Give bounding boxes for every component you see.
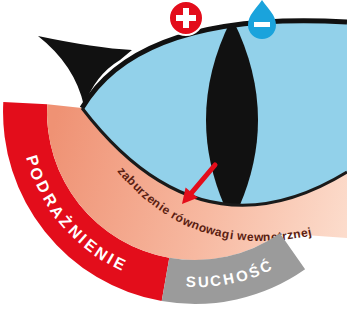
text-guides xyxy=(25,112,345,282)
text-glyph: w xyxy=(236,229,247,244)
text-guide xyxy=(25,112,166,279)
plus-badge xyxy=(169,1,203,35)
text-glyph: e xyxy=(246,229,253,243)
plus-symbol xyxy=(183,8,189,28)
arrow-head xyxy=(182,187,198,204)
arrow-shaft xyxy=(192,165,215,193)
band-shape xyxy=(47,104,347,260)
text-guide xyxy=(160,251,293,282)
imbalance-band: zaburzenie równowagi wewnętrznej xyxy=(45,100,347,262)
water-drop xyxy=(248,0,276,39)
band-shape xyxy=(162,233,305,304)
text-glyph: S xyxy=(185,273,195,290)
minus-symbol xyxy=(254,22,270,27)
plus-symbol xyxy=(176,15,196,21)
text-glyph: C xyxy=(209,272,222,290)
text-glyph: U xyxy=(197,273,209,290)
text-guide xyxy=(100,140,345,237)
band-outline xyxy=(158,230,308,306)
upper-eyelid xyxy=(82,21,347,108)
eye-pupil xyxy=(206,18,258,222)
lower-eyelid xyxy=(82,108,347,205)
text-glyph: w xyxy=(254,230,264,244)
dryness-band: SUCHOŚĆ xyxy=(158,230,308,306)
eyeliner-wing xyxy=(38,36,132,106)
